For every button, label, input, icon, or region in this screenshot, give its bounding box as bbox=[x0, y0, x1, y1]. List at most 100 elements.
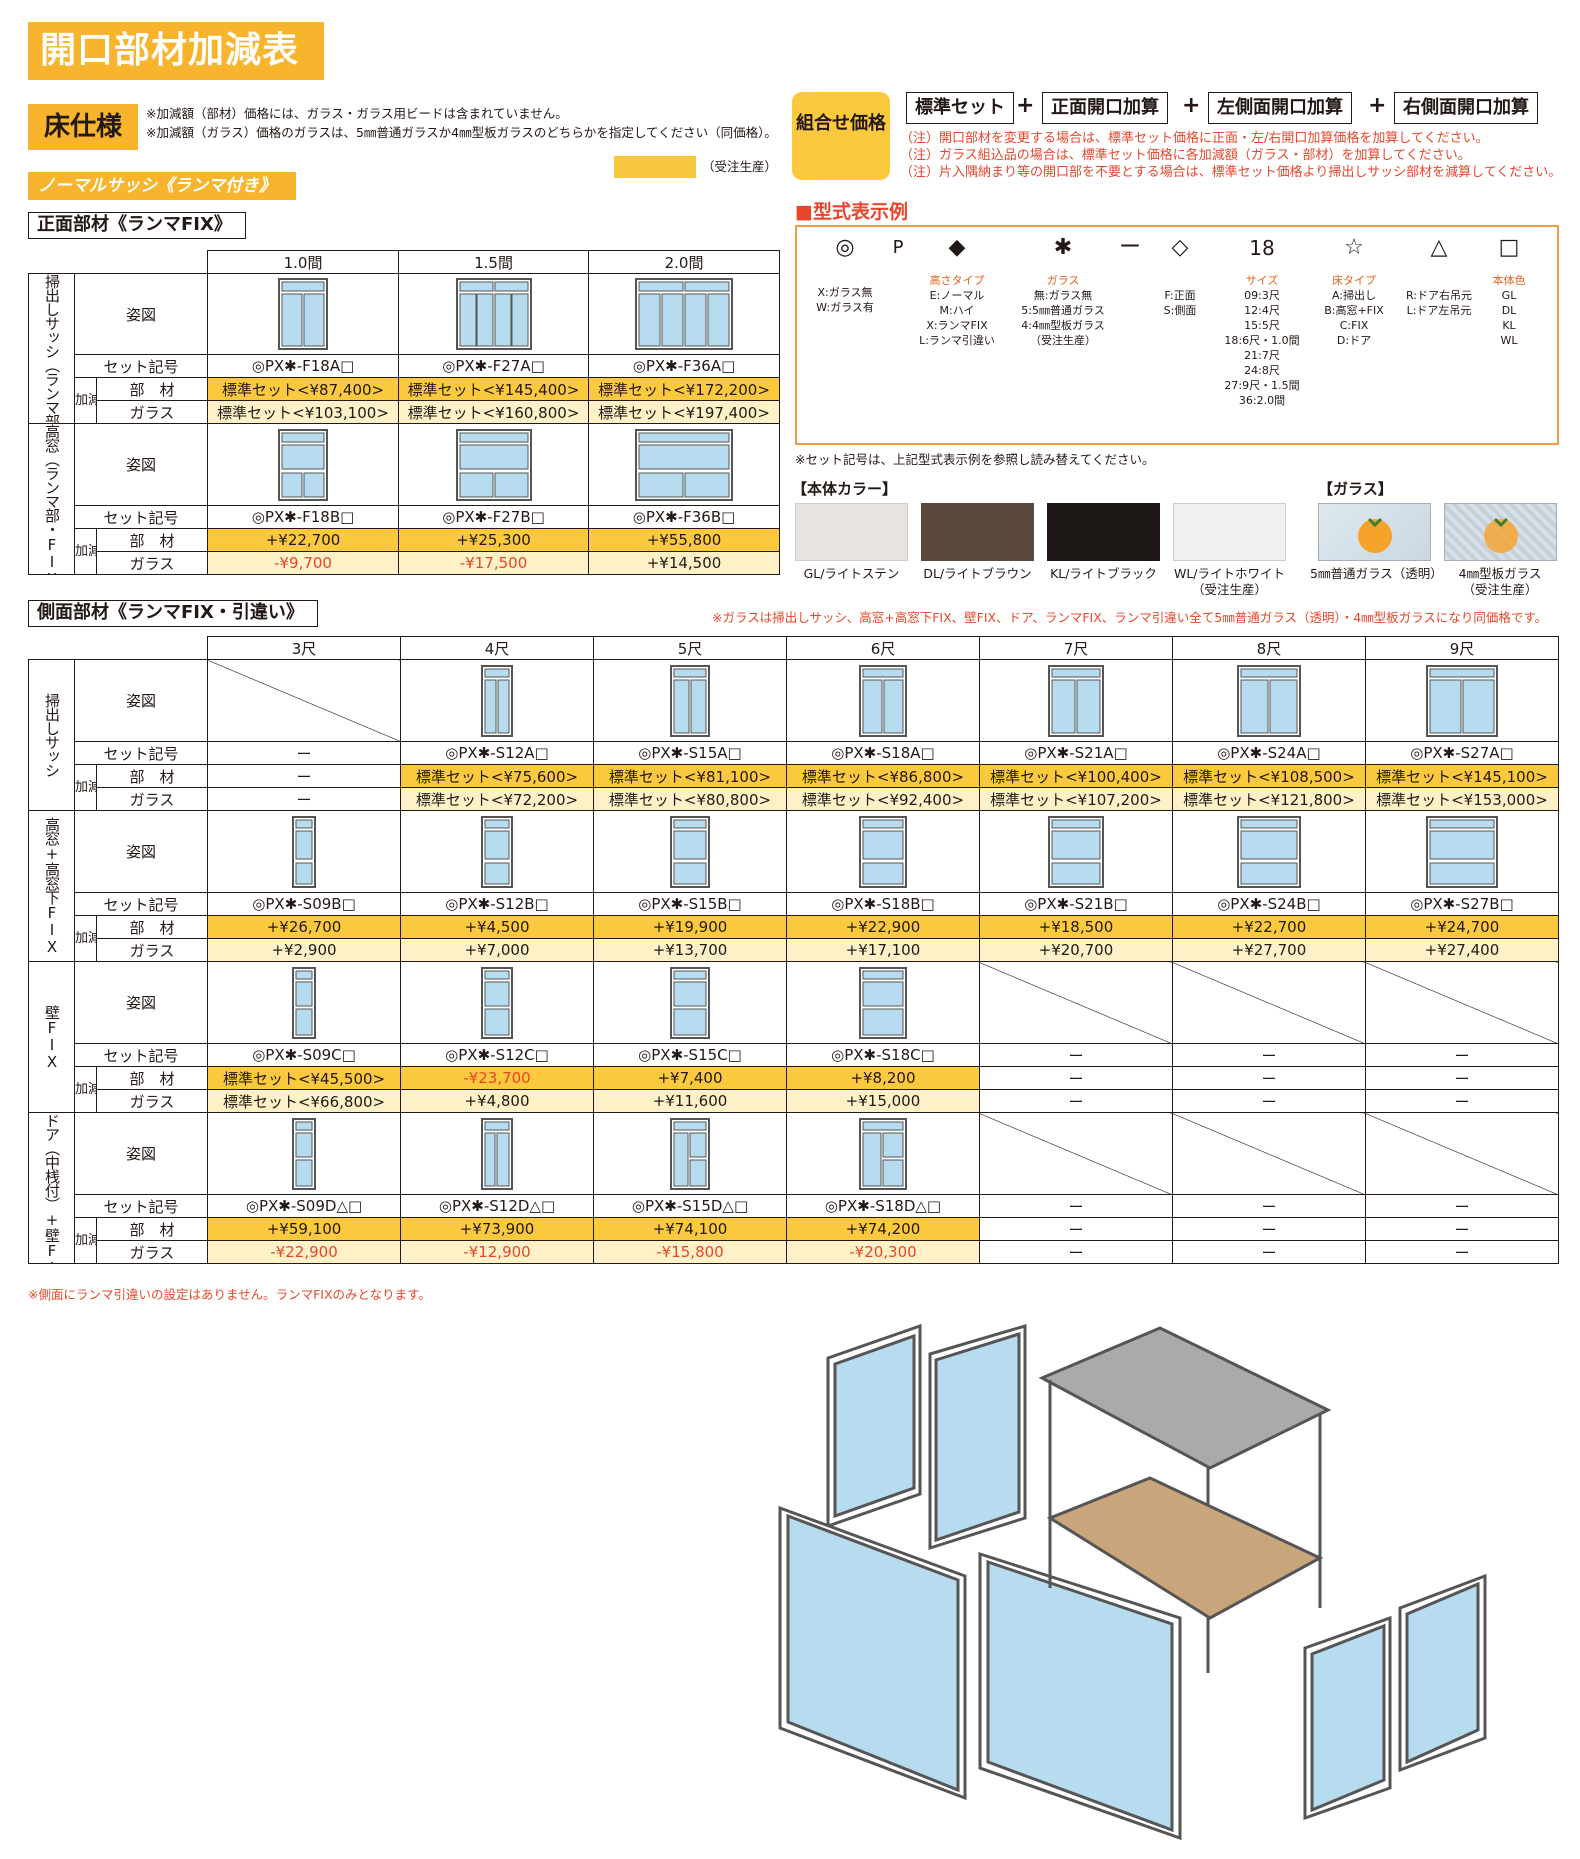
part-price: +¥25,300 bbox=[398, 528, 590, 552]
combo-label: 組合せ価格 bbox=[792, 92, 890, 180]
row-label-adj: 加減額 bbox=[74, 1217, 97, 1264]
combo-note: （注）ガラス組込品の場合は、標準セット価格に各加減額（ガラス・部材）を加算してく… bbox=[900, 148, 1471, 163]
fig-window bbox=[978, 659, 1173, 742]
part-price: +¥26,700 bbox=[207, 915, 402, 939]
part-price: +¥73,900 bbox=[400, 1217, 594, 1241]
part-price: 標準セット<¥81,100> bbox=[593, 764, 787, 788]
plus-sign: + bbox=[1016, 93, 1035, 118]
set-code: ◎PX✱-S09C□ bbox=[207, 1043, 402, 1067]
glass-caption-patterned: 4㎜型板ガラス（受注生産） bbox=[1440, 566, 1560, 598]
glass-price: +¥20,700 bbox=[978, 938, 1173, 962]
front-table: 1.0間 1.5間 2.0間 掃出しサッシ（ランマ部・FIX） 姿図 セット記号… bbox=[28, 250, 781, 575]
tick bbox=[1013, 263, 1113, 273]
part-price: +¥74,200 bbox=[785, 1217, 980, 1241]
triangle-outline-icon: △ bbox=[1430, 235, 1448, 260]
glass-caption-sub: （受注生産） bbox=[1462, 582, 1538, 597]
type-col-size: 18 サイズ 09:3尺 12:4尺 15:5尺 18:6尺・1.0間 21:7… bbox=[1217, 233, 1307, 408]
set-code: ◎PX✱-S21A□ bbox=[978, 741, 1173, 765]
type-item: 24:8尺 bbox=[1244, 364, 1280, 377]
note-2: ※加減額（ガラス）価格のガラスは、5㎜普通ガラスか4㎜型板ガラスのどちらかを指定… bbox=[146, 125, 777, 140]
glass-price: 標準セット<¥153,000> bbox=[1364, 787, 1560, 811]
fig-door bbox=[593, 1112, 787, 1195]
glass-price: 標準セット<¥160,800> bbox=[398, 400, 590, 424]
side-heading: 側面部材《ランマFIX・引違い》 bbox=[28, 600, 318, 627]
fig-window bbox=[1171, 659, 1366, 742]
type-item: F:正面 bbox=[1164, 289, 1196, 302]
fig-window bbox=[398, 273, 590, 355]
tick bbox=[1479, 263, 1539, 273]
color-caption-wl: WL/ライトホワイト（受注生産） bbox=[1173, 566, 1286, 598]
part-price: +¥4,500 bbox=[400, 915, 594, 939]
type-col-1: ◎ X:ガラス無 W:ガラス有 bbox=[805, 233, 885, 315]
glass-price: +¥14,500 bbox=[588, 551, 781, 575]
fig-window bbox=[207, 423, 400, 506]
glass-price: -¥15,800 bbox=[593, 1240, 787, 1264]
fig-window bbox=[593, 659, 787, 742]
row-label-fig: 姿図 bbox=[73, 810, 209, 893]
glass-price: +¥13,700 bbox=[593, 938, 787, 962]
type-item: W:ガラス有 bbox=[816, 301, 874, 314]
square-outline-icon: □ bbox=[1498, 235, 1520, 260]
col-header: 8尺 bbox=[1171, 636, 1366, 660]
glass-price: ー bbox=[1171, 1089, 1366, 1113]
glass-swatch-clear bbox=[1318, 503, 1431, 561]
row-label-adj: 加減額 bbox=[74, 1066, 97, 1113]
glass-price: -¥9,700 bbox=[207, 551, 400, 575]
set-code: ◎PX✱-F27A□ bbox=[398, 354, 590, 378]
side-glass-note: ※ガラスは掃出しサッシ、高窓+高窓下FIX、壁FIX、ドア、ランマFIX、ランマ… bbox=[712, 610, 1548, 625]
row-label-glass: ガラス bbox=[95, 938, 209, 962]
set-code: ◎PX✱-S21B□ bbox=[978, 892, 1173, 916]
set-code: ー bbox=[1364, 1043, 1560, 1067]
type-note: ※セット記号は、上記型式表示例を参照し読み替えてください。 bbox=[795, 452, 1155, 467]
row-label-fig: 姿図 bbox=[73, 273, 209, 355]
empty-cell bbox=[1364, 961, 1560, 1044]
tick bbox=[805, 263, 885, 285]
set-code: ◎PX✱-S18A□ bbox=[785, 741, 980, 765]
fig-window bbox=[398, 423, 590, 506]
part-price: 標準セット<¥87,400> bbox=[207, 377, 400, 401]
glass-price: ー bbox=[1171, 1240, 1366, 1264]
type-subtitle: 本体色 bbox=[1492, 274, 1526, 287]
order-made-swatch bbox=[614, 156, 696, 178]
empty-cell bbox=[1171, 961, 1366, 1044]
glass-price: 標準セット<¥66,800> bbox=[207, 1089, 402, 1113]
combo-box: 左側面開口加算 bbox=[1208, 92, 1352, 124]
part-price: +¥55,800 bbox=[588, 528, 781, 552]
type-col-height: ◆ 高さタイプ E:ノーマル M:ハイ X:ランマFIX L:ランマ引違い bbox=[907, 233, 1007, 348]
type-item: S:側面 bbox=[1163, 304, 1197, 317]
fig-window bbox=[588, 273, 781, 355]
glass-price: ー bbox=[1364, 1089, 1560, 1113]
type-item: B:高窓+FIX bbox=[1324, 304, 1384, 317]
note-1: ※加減額（部材）価格には、ガラス・ガラス用ビードは含まれていません。 bbox=[146, 106, 568, 121]
glass-price: -¥22,900 bbox=[207, 1240, 402, 1264]
set-code: ー bbox=[978, 1194, 1173, 1218]
floor-spec-label: 床仕様 bbox=[28, 104, 138, 150]
color-caption-sub: （受注生産） bbox=[1191, 582, 1267, 597]
row-label-code: セット記号 bbox=[73, 1043, 209, 1067]
front-heading: 正面部材《ランマFIX》 bbox=[28, 212, 246, 239]
part-price: ー bbox=[1364, 1066, 1560, 1090]
row-label-part: 部 材 bbox=[95, 764, 209, 788]
part-price: ー bbox=[207, 764, 402, 788]
row-label-glass: ガラス bbox=[95, 400, 209, 424]
fig-window bbox=[400, 659, 594, 742]
group-label: 掃出しサッシ（ランマ部・FIX） bbox=[28, 273, 75, 424]
set-code: ◎PX✱-S27B□ bbox=[1364, 892, 1560, 916]
glass-price: -¥20,300 bbox=[785, 1240, 980, 1264]
col-header: 2.0間 bbox=[588, 250, 781, 274]
asterisk-icon: ✱ bbox=[1053, 235, 1073, 260]
col-header: 4尺 bbox=[400, 636, 594, 660]
glass-title: 【ガラス】 bbox=[1318, 480, 1393, 498]
set-code: ◎PX✱-S15B□ bbox=[593, 892, 787, 916]
empty-cell bbox=[1171, 1112, 1366, 1195]
corner bbox=[28, 250, 208, 274]
row-label-code: セット記号 bbox=[73, 892, 209, 916]
col-header: 6尺 bbox=[785, 636, 980, 660]
set-code: ー bbox=[207, 741, 402, 765]
orange-photo-icon bbox=[1358, 517, 1392, 553]
set-code: ◎PX✱-S24B□ bbox=[1171, 892, 1366, 916]
combo-note: （注）開口部材を変更する場合は、標準セット価格に正面・左/右開口加算価格を加算し… bbox=[900, 131, 1489, 146]
fig-window bbox=[588, 423, 781, 506]
type-subtitle: 床タイプ bbox=[1332, 274, 1376, 287]
corner bbox=[28, 636, 208, 660]
